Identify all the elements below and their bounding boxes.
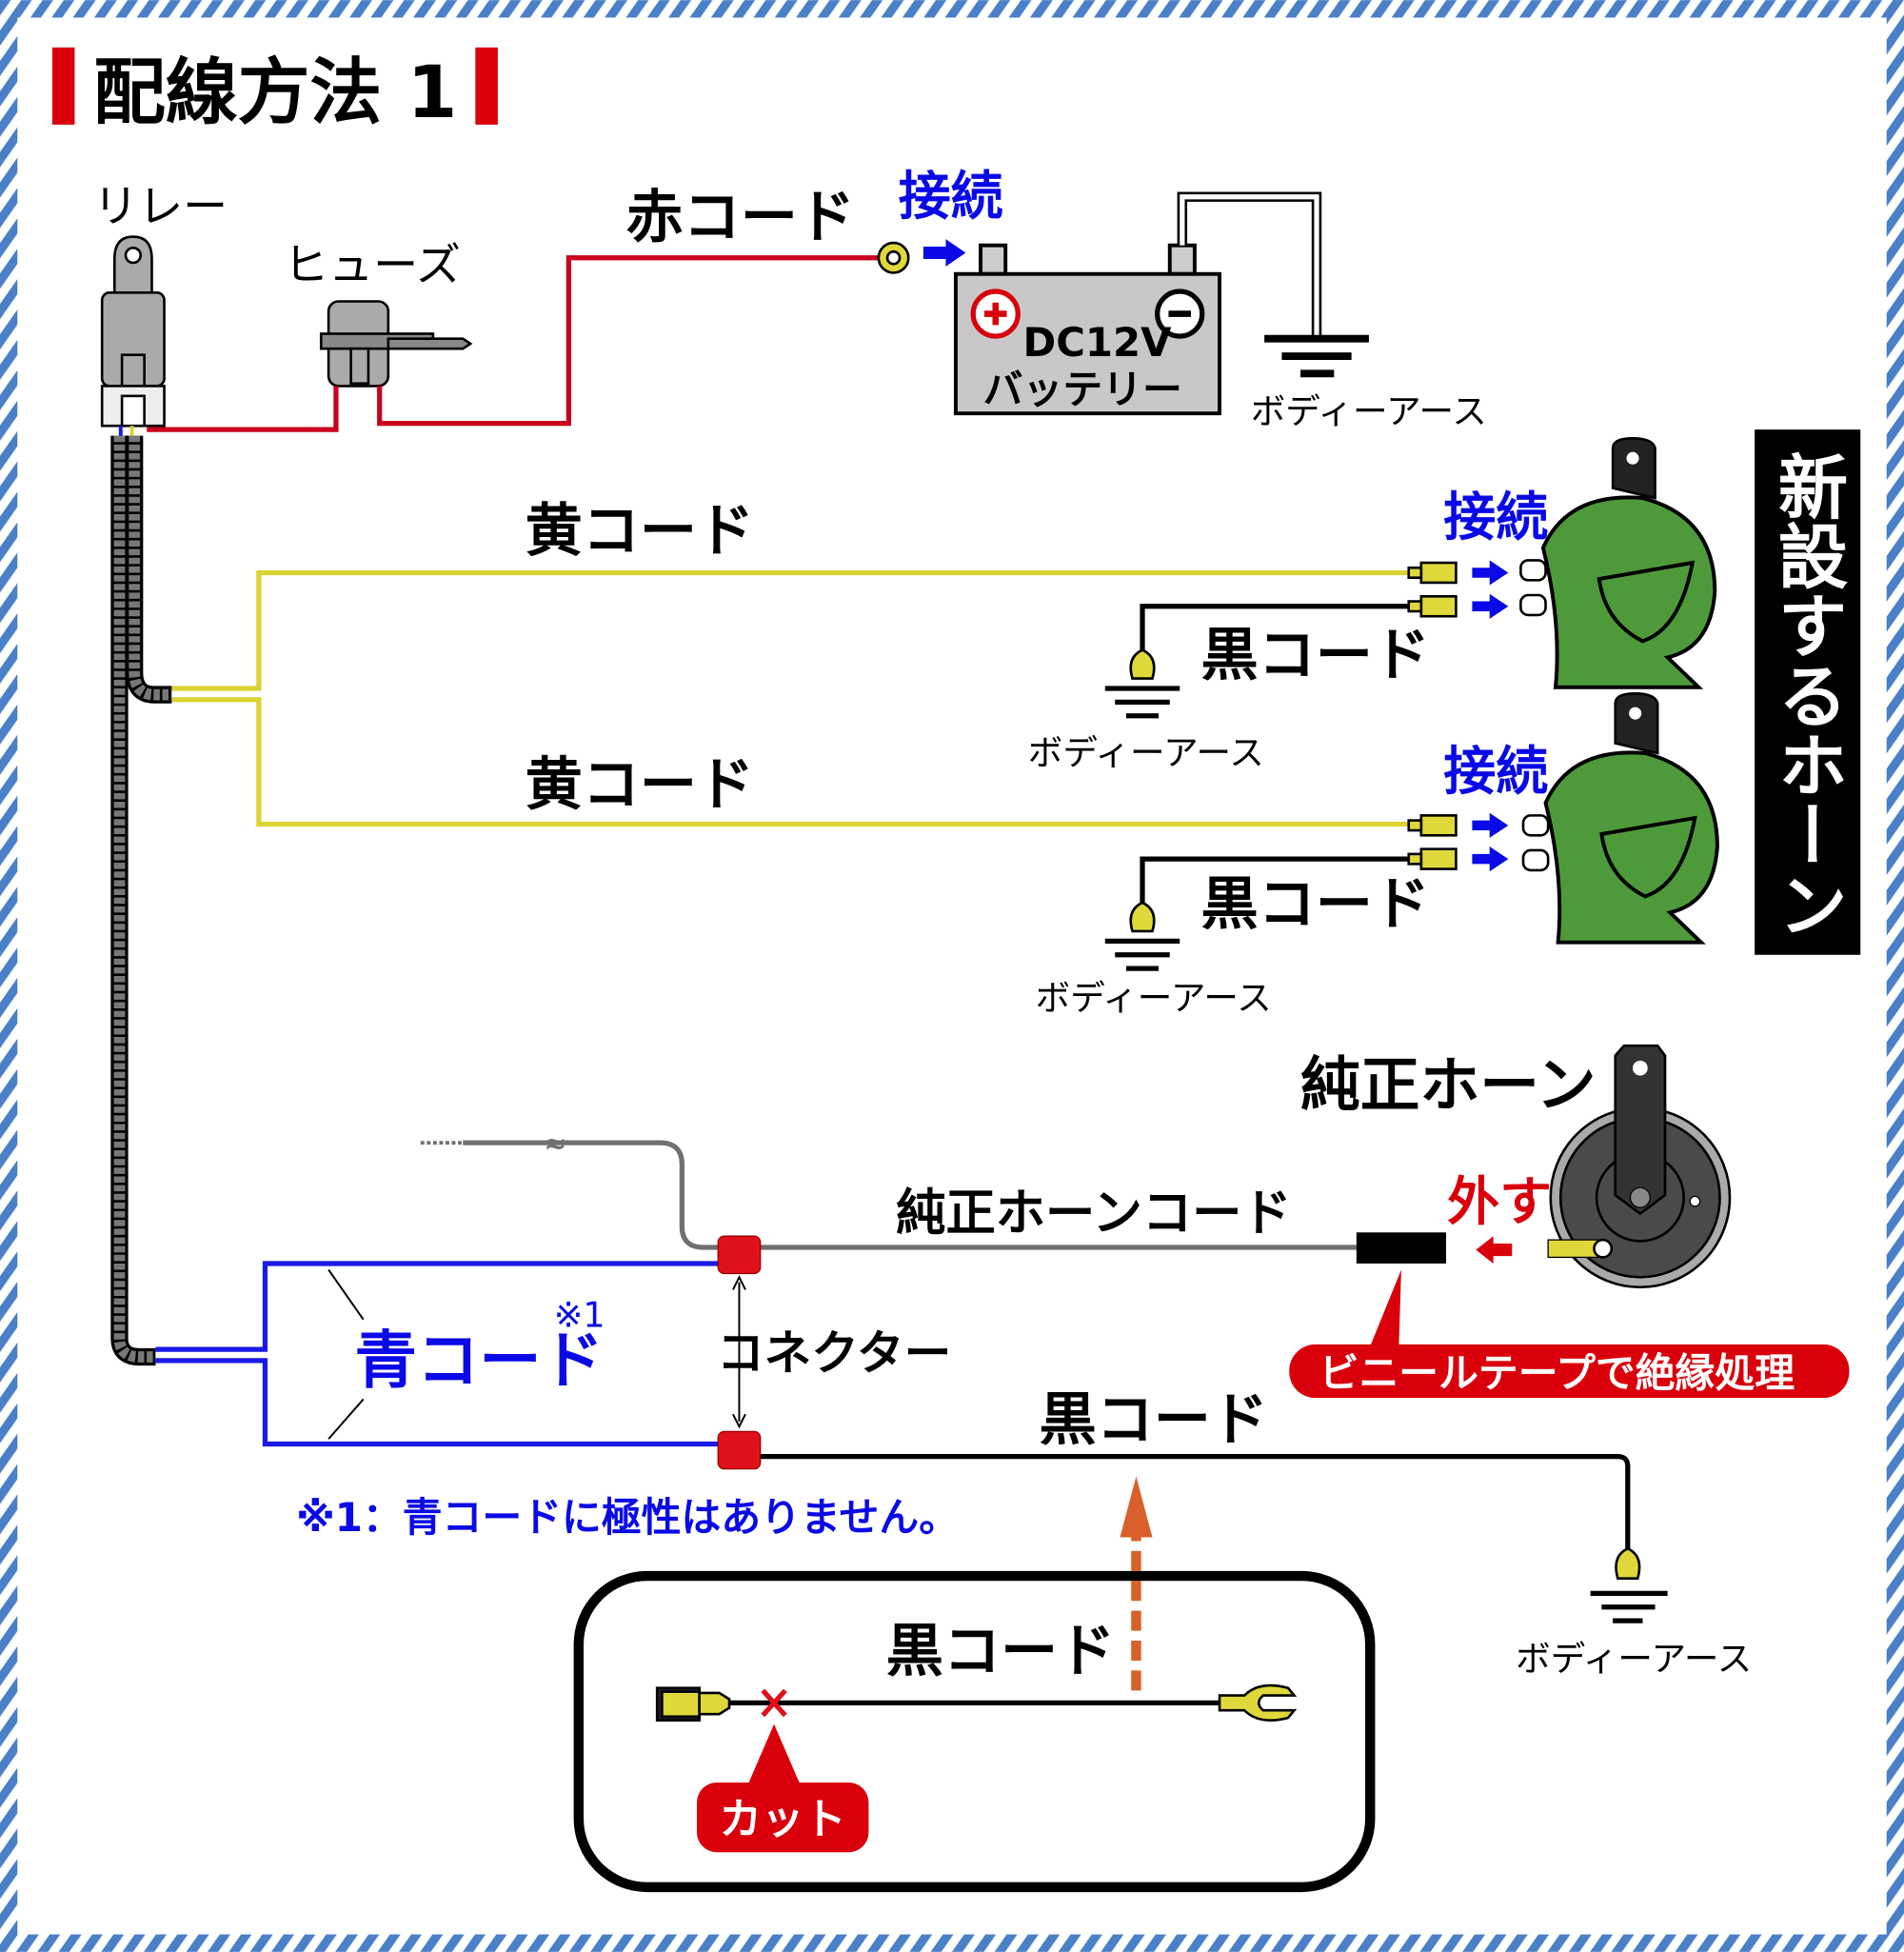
yellow-cord-label-1: 黄コード xyxy=(526,498,755,565)
connect-label-horn-1: 接続 xyxy=(1443,487,1548,548)
fuse-label: ヒューズ xyxy=(284,239,461,291)
red-cord-label: 赤コード xyxy=(626,185,856,251)
new-horn-2 xyxy=(1521,691,1719,945)
corrugated-harness xyxy=(110,426,172,1366)
black-cord-label-2: 黒コード xyxy=(1200,871,1430,938)
yellow-wires xyxy=(171,569,1409,827)
pointer-lines xyxy=(327,1268,365,1440)
inset-box xyxy=(573,1570,1376,1893)
stock-horn-icon xyxy=(1547,1044,1732,1289)
connect-label-horn-2: 接続 xyxy=(1443,741,1548,802)
fuse-icon xyxy=(319,300,473,388)
insulate-callout-text: ビニールテープで絶縁処理 xyxy=(1319,1349,1795,1396)
blue-wires xyxy=(155,1261,723,1447)
black-cord-label-3: 黒コード xyxy=(1040,1386,1269,1453)
new-horn-banner xyxy=(1755,429,1861,955)
inset-fork-terminal-icon xyxy=(1218,1683,1298,1722)
battery-voltage: DC12V xyxy=(1023,319,1173,366)
connector-pointer-icon xyxy=(732,1275,746,1429)
arrow-up-icon xyxy=(1120,1476,1153,1538)
cut-mark-icon xyxy=(761,1688,787,1718)
title-bar-left xyxy=(51,47,75,125)
polarity-note: ※1：青コードに極性はありません。 xyxy=(296,1494,959,1541)
red-wire xyxy=(147,255,879,432)
yellow-cord-label-2: 黄コード xyxy=(526,752,755,819)
note-mark: ※1 xyxy=(554,1295,605,1336)
ground-symbol-icons xyxy=(1104,686,1180,971)
body-earth-label-battery: ボディーアース xyxy=(1251,391,1487,432)
cut-label: カット xyxy=(720,1796,846,1844)
body-earth-label-3: ボディーアース xyxy=(1516,1638,1752,1679)
insulated-end xyxy=(1356,1232,1446,1264)
ground-terminal-icons xyxy=(1129,648,1156,933)
inset-yellow-connector-icon xyxy=(655,1686,731,1723)
ground-symbol-icon-3 xyxy=(1590,1590,1668,1623)
arrow-left-icon xyxy=(1476,1236,1513,1264)
remove-label: 外す xyxy=(1447,1171,1552,1232)
red-connectors xyxy=(717,1235,762,1470)
stock-horn-label: 純正ホーン xyxy=(1300,1050,1597,1120)
title-bar-right xyxy=(475,47,498,125)
black-cord-label-1: 黒コード xyxy=(1200,623,1430,689)
battery-icon xyxy=(953,243,1222,416)
stock-horn-cord-label: 純正ホーンコード xyxy=(896,1185,1292,1243)
connector-label: コネクター xyxy=(717,1325,951,1381)
insulate-callout: ビニールテープで絶縁処理 xyxy=(1289,1269,1850,1399)
ground-symbol-icon xyxy=(1264,334,1369,378)
stock-horn-wire xyxy=(463,1140,1357,1250)
body-earth-label-1: ボディーアース xyxy=(1028,732,1264,773)
page-title: 配線方法 1 xyxy=(93,50,457,134)
body-earth-label-2: ボディーアース xyxy=(1036,977,1272,1018)
wire-break-icon: ≈ xyxy=(544,1127,566,1160)
black-ground-wire xyxy=(760,1453,1631,1554)
cut-callout: カット xyxy=(697,1723,869,1853)
new-horn-label: 新設するホーン xyxy=(1767,450,1848,938)
horn-connectors xyxy=(1407,561,1458,870)
arrow-right-icon xyxy=(922,239,966,267)
ground-terminal-icon xyxy=(1615,1546,1641,1580)
black-wires-horns xyxy=(1140,604,1409,909)
connect-label-battery: 接続 xyxy=(899,166,1003,227)
black-cord-label-inset: 黒コード xyxy=(886,1618,1116,1684)
new-horn-1 xyxy=(1519,436,1717,689)
connect-arrow-icons xyxy=(1472,560,1509,872)
blue-cord-label: 青コード xyxy=(355,1325,604,1397)
relay-label: リレー xyxy=(93,181,228,233)
relay-icon xyxy=(100,235,166,428)
battery-label: バッテリー xyxy=(983,367,1182,413)
